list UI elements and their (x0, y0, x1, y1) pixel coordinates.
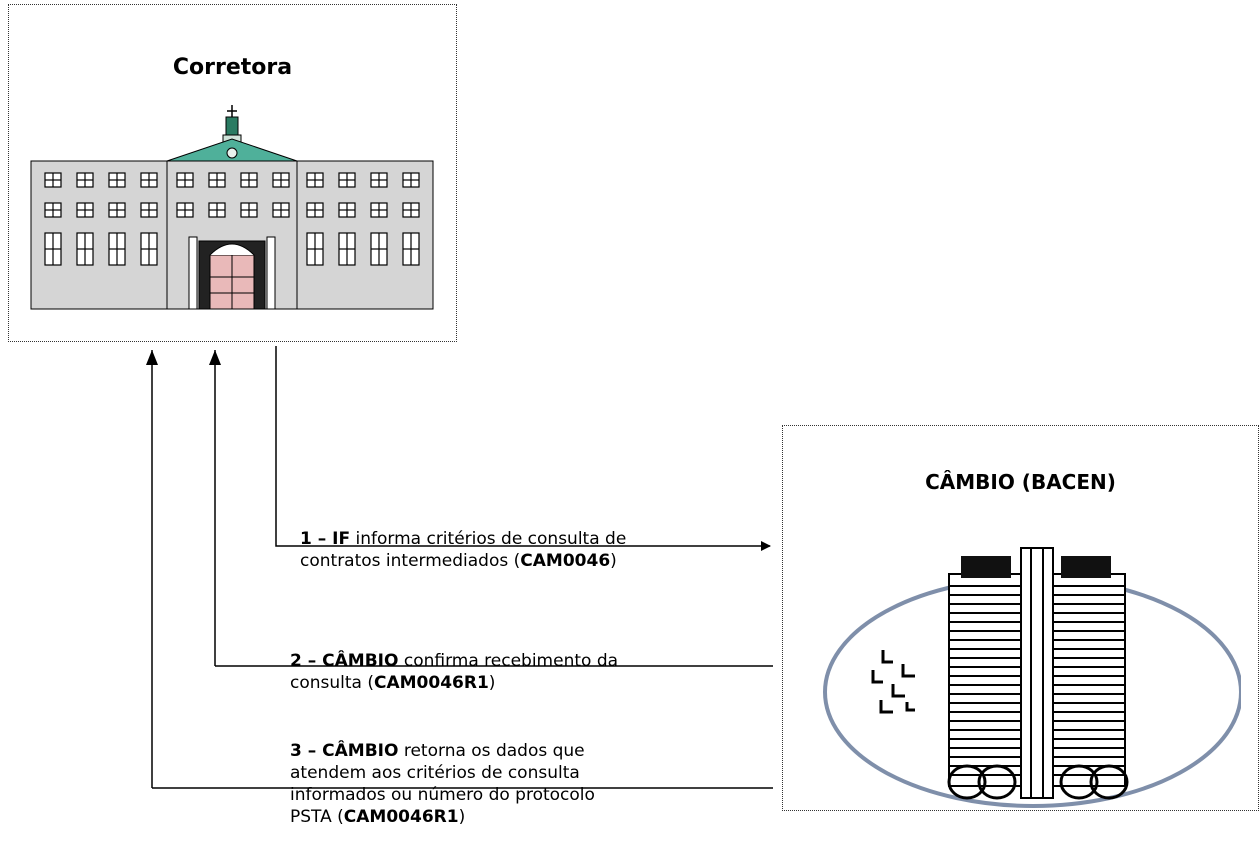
step-1-close: ) (610, 551, 617, 571)
step-3-text-line4: PSTA ( (290, 807, 344, 827)
corretora-box: Corretora (8, 4, 457, 342)
step-2-label: 2 – CÂMBIO confirma recebimento da consu… (290, 650, 618, 694)
step-2-text-line2: consulta ( (290, 673, 374, 693)
step-3-text-line2: atendem aos critérios de consulta (290, 763, 580, 783)
bacen-box: CÂMBIO (BACEN) (782, 425, 1259, 811)
bacen-logo-icon (823, 547, 1241, 808)
step-3-text-line3: informados ou número do protocolo (290, 785, 595, 805)
step-1-label: 1 – IF informa critérios de consulta de … (300, 528, 626, 572)
step-2-number: 2 – CÂMBIO (290, 651, 399, 671)
arrow-step1 (275, 346, 771, 551)
step-2-close: ) (488, 673, 496, 693)
step-1-number: 1 – IF (300, 529, 351, 549)
bacen-title: CÂMBIO (BACEN) (925, 470, 1116, 494)
step-1-code: CAM0046 (520, 551, 611, 571)
step-3-label: 3 – CÂMBIO retorna os dados que atendem … (290, 740, 595, 828)
step-3-text: retorna os dados que (398, 741, 585, 761)
step-2-text: confirma recebimento da (398, 651, 619, 671)
building-icon (30, 105, 434, 310)
step-2-code: CAM0046R1 (374, 673, 489, 693)
step-3-code: CAM0046R1 (343, 807, 459, 827)
step-1-text-line2: contratos intermediados ( (300, 551, 521, 571)
step-3-close: ) (458, 807, 466, 827)
step-1-text: informa critérios de consulta de (350, 529, 627, 549)
step-3-number: 3 – CÂMBIO (290, 741, 399, 761)
corretora-title: Corretora (172, 55, 293, 80)
